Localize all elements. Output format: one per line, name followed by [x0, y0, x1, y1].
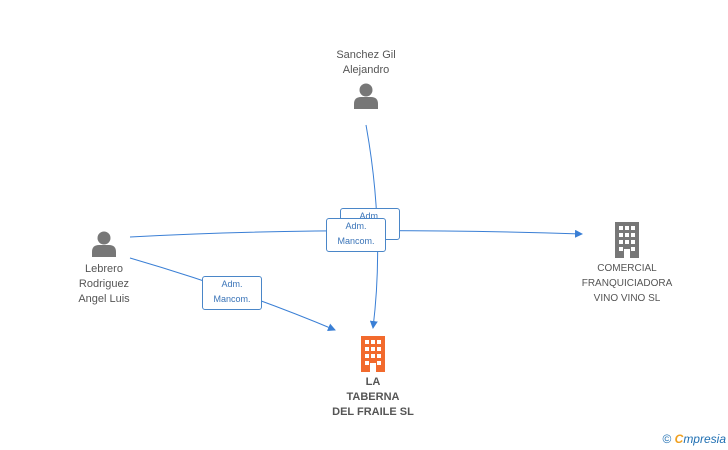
- company-name-label: COMERCIAL FRANQUICIADORA VINO VINO SL: [581, 263, 673, 304]
- person-name-label: Sanchez Gil Alejandro: [336, 49, 396, 76]
- person-icon: [352, 82, 380, 110]
- brand-initial: C: [674, 432, 684, 446]
- building-icon: [613, 222, 641, 258]
- edge-label-lebrero-comercial: Adm. Mancom.: [326, 218, 386, 252]
- edge-label-lebrero-taberna: Adm. Mancom.: [202, 276, 262, 310]
- person-name-label: Lebrero Rodriguez Angel Luis: [78, 263, 130, 305]
- node-company-comercial[interactable]: COMERCIAL FRANQUICIADORA VINO VINO SL: [568, 222, 686, 306]
- company-name-label: LA TABERNA DEL FRAILE SL: [332, 376, 414, 418]
- building-icon: [359, 336, 387, 372]
- brand-name: mpresia: [683, 432, 726, 446]
- node-person-sanchez[interactable]: Sanchez Gil Alejandro: [318, 48, 414, 110]
- person-icon: [90, 230, 118, 258]
- copyright-symbol: ©: [662, 432, 672, 446]
- brand-footer: © Cmpresia: [662, 432, 726, 446]
- node-company-taberna[interactable]: LA TABERNA DEL FRAILE SL: [318, 336, 428, 420]
- node-person-lebrero[interactable]: Lebrero Rodriguez Angel Luis: [56, 230, 152, 307]
